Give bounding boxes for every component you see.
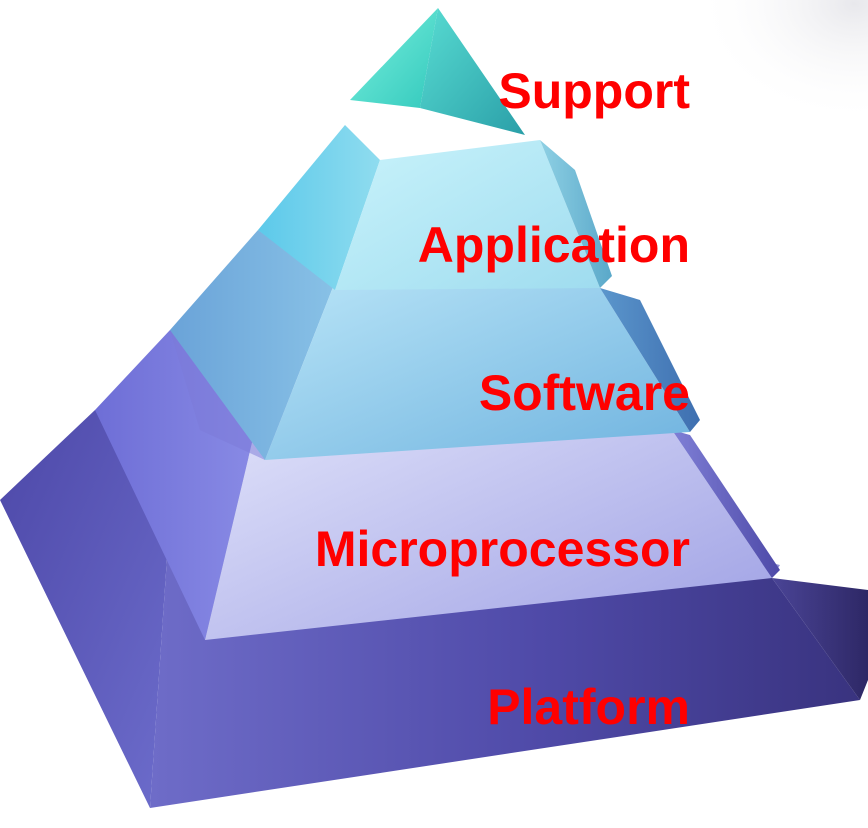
tier-software bbox=[170, 230, 700, 460]
label-application: Application bbox=[418, 217, 690, 273]
label-microprocessor: Microprocessor bbox=[315, 521, 690, 577]
label-support: Support bbox=[498, 63, 690, 119]
tier-support bbox=[350, 8, 525, 135]
tier-application bbox=[258, 125, 612, 290]
label-software: Software bbox=[479, 365, 690, 421]
background-shading bbox=[600, 0, 868, 200]
label-platform: Platform bbox=[487, 679, 690, 735]
